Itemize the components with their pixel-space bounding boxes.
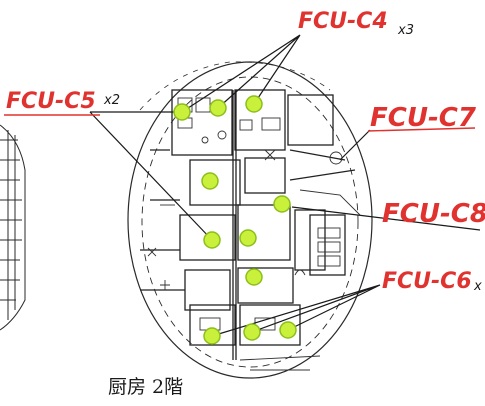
callout-fcu-c6-label: FCU-C6	[382, 269, 472, 294]
callout-fcu-c6-qty: x	[473, 279, 482, 294]
fcu-marker	[245, 268, 263, 286]
callout-fcu-c5-qty: x2	[103, 93, 120, 108]
building-outline	[127, 61, 373, 379]
fcu-marker	[245, 95, 263, 113]
callout-leader-lines	[4, 34, 481, 337]
fcu-marker	[203, 327, 221, 345]
fcu-marker	[203, 231, 221, 249]
fcu-marker	[279, 321, 297, 339]
callout-fcu-c5-label: FCU-C5	[6, 89, 96, 114]
callout-fcu-c4-qty: x3	[397, 23, 414, 38]
fcu-marker	[273, 195, 291, 213]
callout-fcu-c8-label: FCU-C8	[382, 199, 485, 229]
fcu-markers	[173, 95, 297, 345]
left-building-fragment	[0, 124, 26, 331]
floor-label: 厨房 2階	[108, 376, 183, 398]
fcu-marker	[239, 229, 257, 247]
fcu-marker	[209, 99, 227, 117]
fcu-marker	[173, 103, 191, 121]
floor-plan-walls	[140, 89, 356, 360]
callout-fcu-c4-label: FCU-C4	[298, 9, 388, 34]
fcu-marker	[243, 323, 261, 341]
fcu-marker	[201, 172, 219, 190]
